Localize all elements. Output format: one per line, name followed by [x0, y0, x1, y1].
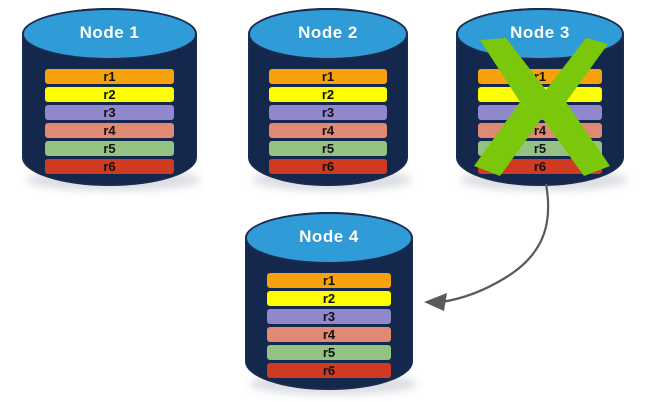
row-label: r6 [321, 159, 335, 174]
row-r2[interactable]: r2 [45, 87, 174, 102]
row-label: r5 [322, 345, 336, 360]
row-label: r6 [533, 159, 547, 174]
row-label: r5 [321, 141, 335, 156]
row-label: r1 [533, 69, 547, 84]
row-r6[interactable]: r6 [269, 159, 387, 174]
row-list: r1 r2 r3 r4 r5 r6 [248, 69, 408, 174]
row-r6[interactable]: r6 [45, 159, 174, 174]
node-2[interactable]: Node 2 r1 r2 r3 r4 r5 r6 [248, 8, 412, 191]
row-r5[interactable]: r5 [45, 141, 174, 156]
row-r5[interactable]: r5 [478, 141, 602, 156]
row-r1[interactable]: r1 [45, 69, 174, 84]
row-r3[interactable]: r3 [269, 105, 387, 120]
row-r5[interactable]: r5 [267, 345, 391, 360]
row-label: r5 [103, 141, 116, 156]
row-label: r3 [533, 105, 547, 120]
cylinder-top: Node 1 [22, 8, 197, 60]
row-r3[interactable]: r3 [45, 105, 174, 120]
curved-arrow-icon [440, 183, 550, 304]
row-r1[interactable]: r1 [267, 273, 391, 288]
cylinder-top: Node 3 [456, 8, 624, 60]
row-label: r3 [103, 105, 116, 120]
row-list: r1 r2 r3 r4 r5 r6 [245, 273, 413, 378]
cylinder-top: Node 2 [248, 8, 408, 60]
node-3[interactable]: Node 3 r1 r2 r3 r4 r5 r6 [456, 8, 628, 191]
row-label: r4 [322, 327, 336, 342]
row-label: r4 [533, 123, 547, 138]
row-r2[interactable]: r2 [478, 87, 602, 102]
row-label: r2 [103, 87, 116, 102]
row-label: r1 [322, 273, 336, 288]
node-title: Node 3 [510, 22, 570, 42]
node-1[interactable]: Node 1 r1 r2 r3 r4 r5 r6 [22, 8, 201, 191]
row-r4[interactable]: r4 [45, 123, 174, 138]
row-r2[interactable]: r2 [269, 87, 387, 102]
row-label: r2 [322, 291, 336, 306]
row-label: r1 [103, 69, 116, 84]
row-label: r3 [322, 309, 336, 324]
row-r5[interactable]: r5 [269, 141, 387, 156]
row-label: r4 [321, 123, 335, 138]
row-r4[interactable]: r4 [478, 123, 602, 138]
row-label: r6 [103, 159, 116, 174]
row-list: r1 r2 r3 r4 r5 r6 [456, 69, 624, 174]
row-label: r2 [533, 87, 547, 102]
row-label: r1 [321, 69, 335, 84]
row-r3[interactable]: r3 [478, 105, 602, 120]
row-label: r4 [103, 123, 116, 138]
cylinder-top: Node 4 [245, 212, 413, 264]
arrow-head-icon [424, 293, 447, 311]
row-r3[interactable]: r3 [267, 309, 391, 324]
node-title: Node 4 [299, 226, 359, 246]
row-r6[interactable]: r6 [267, 363, 391, 378]
row-label: r6 [322, 363, 336, 378]
row-r4[interactable]: r4 [267, 327, 391, 342]
row-r1[interactable]: r1 [478, 69, 602, 84]
node-title: Node 2 [298, 22, 358, 42]
node-4[interactable]: Node 4 r1 r2 r3 r4 r5 r6 [245, 212, 417, 395]
row-r6[interactable]: r6 [478, 159, 602, 174]
row-label: r5 [533, 141, 547, 156]
node-title: Node 1 [79, 22, 140, 42]
row-label: r3 [321, 105, 335, 120]
row-r2[interactable]: r2 [267, 291, 391, 306]
row-r4[interactable]: r4 [269, 123, 387, 138]
row-list: r1 r2 r3 r4 r5 r6 [22, 69, 197, 174]
row-label: r2 [321, 87, 335, 102]
row-r1[interactable]: r1 [269, 69, 387, 84]
